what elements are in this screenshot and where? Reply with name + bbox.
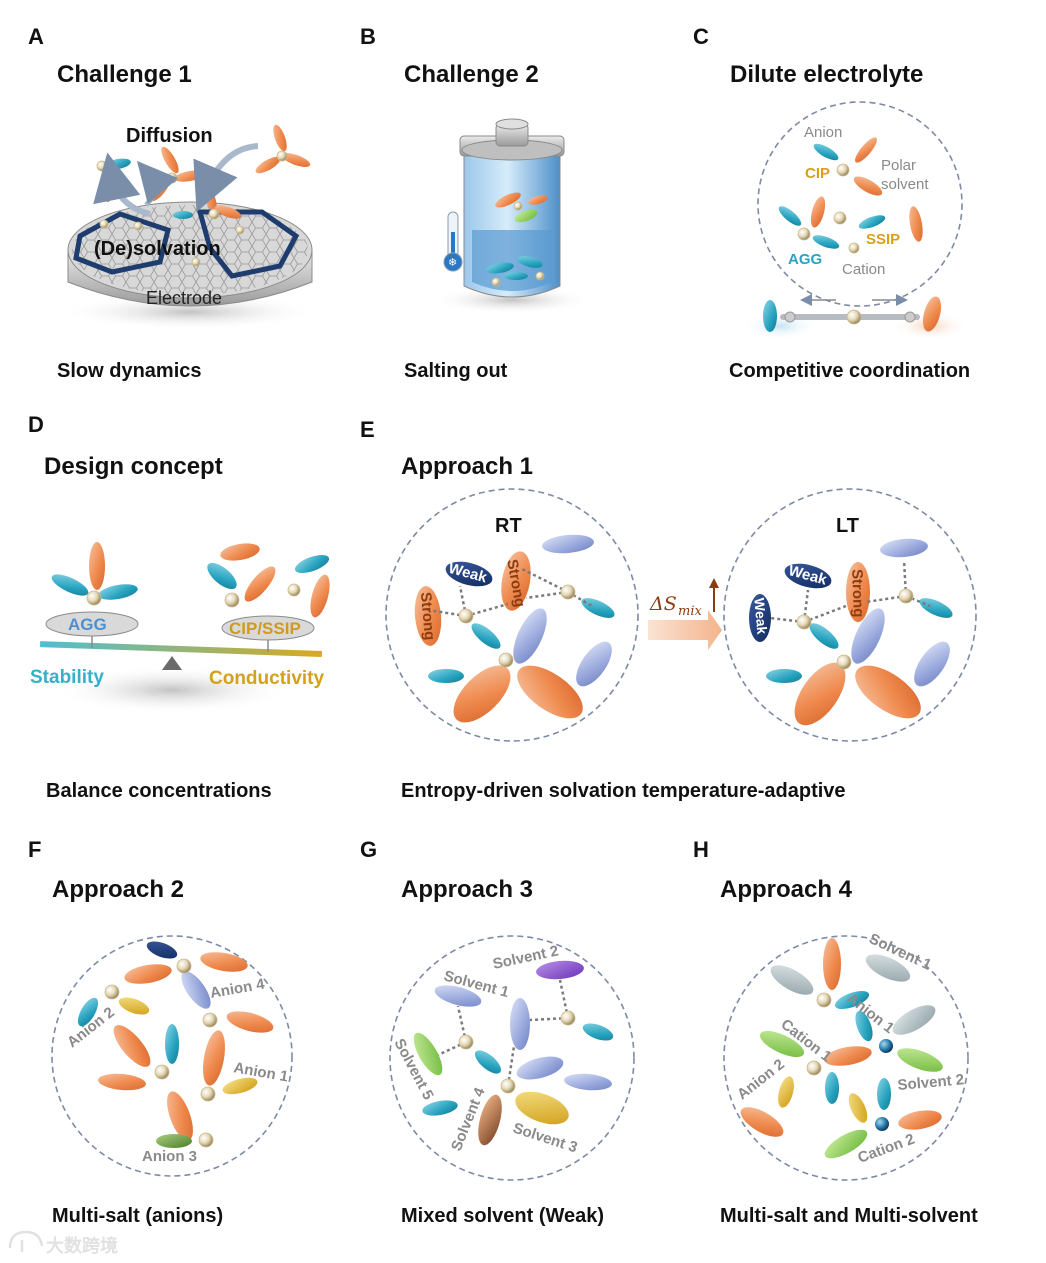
panel-letter-c: C bbox=[693, 24, 709, 49]
title-b: Challenge 2 bbox=[404, 61, 539, 88]
panel-c-ring bbox=[757, 101, 963, 307]
agg-label: AGG bbox=[788, 251, 822, 268]
conductivity-label: Conductivity bbox=[209, 668, 324, 689]
panel-f-illustration: Anion 4 Anion 2 Anion 1 Anion 3 bbox=[51, 935, 293, 1177]
caption-f: Multi-salt (anions) bbox=[52, 1205, 223, 1227]
title-a: Challenge 1 bbox=[57, 61, 192, 88]
title-h: Approach 4 bbox=[720, 876, 853, 903]
panel-b-illustration: ❄ bbox=[430, 118, 594, 314]
panel-h-ring bbox=[723, 935, 969, 1181]
panel-h-illustration: Solvent 1 Anion 1 Cation 1 Solvent 2 Ani… bbox=[723, 930, 969, 1181]
desolvation-label: (De)solvation bbox=[94, 238, 221, 260]
panel-letter-d: D bbox=[28, 412, 44, 437]
desolvation-arrow bbox=[93, 152, 151, 217]
caption-a: Slow dynamics bbox=[57, 360, 202, 382]
agg-plate bbox=[45, 611, 139, 637]
panel-c-illustration: Anion Polar solvent CIP SSIP AGG Cation bbox=[742, 101, 968, 340]
entropy-subscript: mix bbox=[678, 604, 702, 619]
balance-beam bbox=[39, 641, 323, 657]
entropy-up-arrow-icon bbox=[709, 578, 719, 588]
title-e: Approach 1 bbox=[401, 453, 533, 480]
panel-letter-f: F bbox=[28, 837, 41, 862]
diffusion-arrow bbox=[193, 143, 259, 213]
title-g: Approach 3 bbox=[401, 876, 533, 903]
cation-label: Cation bbox=[842, 261, 885, 278]
panel-letter-h: H bbox=[693, 837, 709, 862]
svg-text:❄: ❄ bbox=[448, 256, 457, 269]
cip-ssip-plate bbox=[221, 615, 315, 641]
snowflake-thermometer-icon: ❄ bbox=[443, 211, 463, 272]
caption-g: Mixed solvent (Weak) bbox=[401, 1205, 604, 1227]
panel-g-ring bbox=[389, 935, 635, 1181]
watermark-text: 大数跨境 bbox=[46, 1235, 118, 1257]
balance-pivot bbox=[162, 656, 182, 670]
strong-label-lt: Strong bbox=[848, 569, 867, 618]
diffusion-label: Diffusion bbox=[126, 125, 213, 147]
watermark-logo-icon bbox=[8, 1230, 44, 1252]
panel-letter-a: A bbox=[28, 24, 44, 49]
polar-label-1: Polar bbox=[881, 157, 916, 174]
caption-h: Multi-salt and Multi-solvent bbox=[720, 1205, 978, 1227]
panel-a-illustration: Diffusion (De)solvation Electrode bbox=[60, 124, 320, 330]
lt-ring bbox=[723, 488, 977, 742]
panel-letters: A B C D E F G H bbox=[28, 24, 709, 862]
entropy-label: ΔS bbox=[649, 593, 677, 615]
polar-label-2: solvent bbox=[881, 176, 929, 193]
caption-b: Salting out bbox=[404, 360, 508, 382]
caption-d: Balance concentrations bbox=[46, 780, 272, 802]
panel-titles: Challenge 1 Challenge 2 Dilute electroly… bbox=[44, 61, 923, 903]
weak-label-lt-2: Weak bbox=[751, 597, 770, 635]
anion-label: Anion bbox=[804, 124, 842, 141]
h-solvent2-label: Solvent 2 bbox=[897, 1071, 965, 1094]
panel-d-illustration: AGG CIP/SSIP Stability Conductivity bbox=[30, 542, 330, 714]
panel-letter-b: B bbox=[360, 24, 376, 49]
title-c: Dilute electrolyte bbox=[730, 61, 923, 88]
anion4-label: Anion 4 bbox=[209, 976, 267, 1002]
caption-c: Competitive coordination bbox=[729, 360, 970, 382]
cip-label: CIP bbox=[805, 165, 830, 182]
panel-captions: Slow dynamics Salting out Competitive co… bbox=[46, 360, 978, 1227]
rt-ring bbox=[385, 488, 639, 742]
caption-e: Entropy-driven solvation temperature-ada… bbox=[401, 780, 846, 802]
panel-f-ring bbox=[51, 935, 293, 1177]
panel-g-illustration: Solvent 1 Solvent 2 Solvent 5 Solvent 4 … bbox=[389, 935, 635, 1181]
rt-label: RT bbox=[495, 515, 522, 537]
ssip-label: SSIP bbox=[866, 231, 900, 248]
panel-e-illustration: RT Weak Strong Strong ΔS mix LT bbox=[385, 488, 977, 742]
cip-ssip-plate-label: CIP/SSIP bbox=[229, 619, 301, 638]
panel-letter-e: E bbox=[360, 417, 375, 442]
panel-letter-g: G bbox=[360, 837, 377, 862]
entropy-arrow bbox=[648, 610, 722, 650]
strong-label-rt-2: Strong bbox=[417, 591, 438, 641]
watermark: 大数跨境 bbox=[8, 1230, 118, 1257]
title-f: Approach 2 bbox=[52, 876, 184, 903]
title-d: Design concept bbox=[44, 453, 223, 480]
lt-label: LT bbox=[836, 515, 859, 537]
agg-plate-label: AGG bbox=[68, 615, 107, 634]
anion3-label: Anion 3 bbox=[142, 1148, 197, 1165]
electrode-label: Electrode bbox=[146, 288, 222, 308]
stability-label: Stability bbox=[30, 667, 104, 688]
solvent3-label: Solvent 3 bbox=[511, 1120, 580, 1157]
